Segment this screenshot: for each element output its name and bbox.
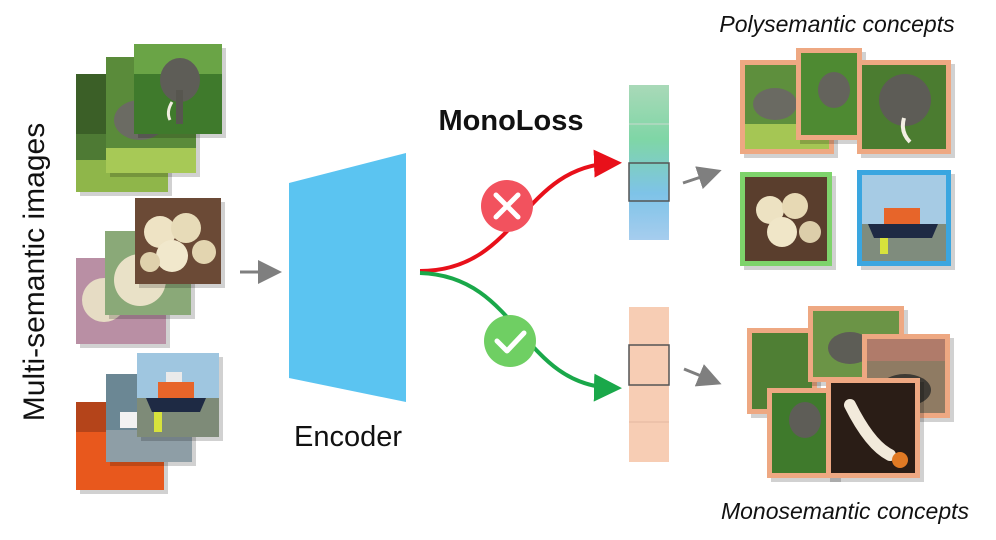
mono-output-arrow	[683, 364, 722, 387]
monosemantic-caption: Monosemantic concepts	[721, 498, 970, 524]
lifeboat-image-stack	[76, 353, 223, 494]
check-mark-icon	[494, 330, 527, 354]
elephant-image-stack	[76, 44, 226, 196]
encoder-block	[289, 153, 406, 402]
input-axis-label: Multi-semantic images	[18, 123, 51, 421]
polysemantic-feature-vector	[628, 85, 670, 240]
encoder-label: Encoder	[294, 421, 402, 453]
cauliflower-image-stack	[76, 198, 225, 348]
poly-output-arrow	[682, 166, 722, 190]
reject-badge	[481, 180, 533, 232]
polysemantic-caption: Polysemantic concepts	[719, 11, 955, 37]
polysemantic-image-group	[740, 48, 955, 270]
x-mark-icon	[493, 192, 521, 220]
accept-badge	[484, 315, 536, 367]
monoloss-label: MonoLoss	[439, 105, 584, 137]
monosemantic-feature-vector	[628, 307, 670, 462]
monosemantic-image-group	[747, 306, 954, 482]
